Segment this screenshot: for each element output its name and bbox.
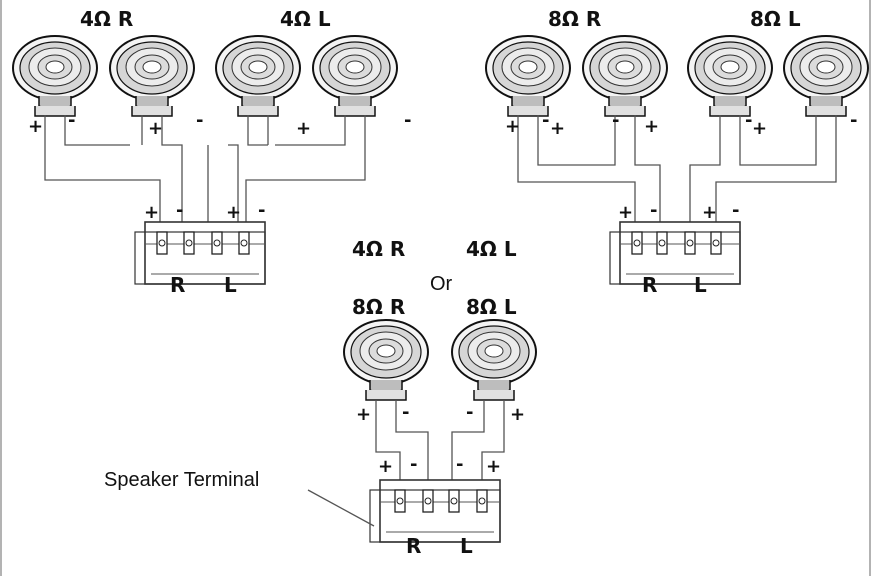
polarity-plus: + — [226, 202, 241, 223]
speaker-terminal-callout: Speaker Terminal — [104, 469, 259, 491]
heading-4ohm-l: 4Ω L — [466, 237, 517, 261]
terminal-screw-icon — [448, 489, 460, 513]
or-label: Or — [430, 273, 453, 295]
polarity-minus: - — [745, 110, 752, 131]
terminal-screw-icon — [211, 231, 223, 255]
wire — [161, 115, 183, 228]
polarity-plus: + — [618, 202, 633, 223]
terminal-screw-icon — [422, 489, 434, 513]
polarity-minus: - — [196, 110, 203, 131]
speaker-terminal-block: R L — [134, 221, 266, 297]
polarity-plus: + — [752, 118, 767, 139]
speaker-cone-icon — [312, 35, 398, 117]
polarity-minus: - — [650, 200, 657, 221]
wire — [275, 115, 346, 146]
speaker-cone-icon — [783, 35, 869, 117]
wire — [451, 400, 485, 484]
channel-label-l: L — [224, 273, 237, 297]
polarity-plus: + — [702, 202, 717, 223]
terminal-screw-icon — [238, 231, 250, 255]
polarity-plus: + — [510, 404, 525, 425]
top-right-group: 8Ω R 8Ω L + - + - + - + - + - + - R — [485, 7, 869, 297]
polarity-plus: + — [486, 456, 501, 477]
speaker-cone-icon — [451, 319, 537, 401]
top-left-group: 4Ω R 4Ω L + - + - + - + - + - — [12, 7, 411, 297]
speaker-cone-icon — [582, 35, 668, 117]
terminal-screw-icon — [684, 231, 696, 255]
channel-label-r: R — [170, 273, 185, 297]
heading-4ohm-l: 4Ω L — [280, 7, 331, 31]
polarity-minus: - — [68, 110, 75, 131]
polarity-minus: - — [404, 110, 411, 131]
polarity-plus: + — [644, 116, 659, 137]
wire — [44, 115, 161, 228]
polarity-plus: + — [550, 118, 565, 139]
polarity-minus: - — [456, 454, 463, 475]
wire — [395, 400, 429, 484]
wire — [517, 115, 636, 228]
polarity-plus: + — [148, 118, 163, 139]
speaker-terminal-block: R L — [609, 221, 741, 297]
callout-leader-line — [307, 489, 375, 527]
heading-8ohm-l: 8Ω L — [466, 295, 517, 319]
polarity-plus: + — [144, 202, 159, 223]
speaker-cone-icon — [343, 319, 429, 401]
wire — [64, 115, 130, 146]
channel-label-r: R — [642, 273, 657, 297]
wire — [375, 400, 401, 484]
polarity-plus: + — [505, 116, 520, 137]
polarity-plus: + — [356, 404, 371, 425]
wire — [245, 115, 366, 228]
channel-label-l: L — [694, 273, 707, 297]
polarity-minus: - — [258, 200, 265, 221]
speaker-terminal-block: R L — [369, 479, 501, 558]
speaker-cone-icon — [215, 35, 301, 117]
terminal-screw-icon — [156, 231, 168, 255]
heading-4ohm-r: 4Ω R — [80, 7, 133, 31]
speaker-cone-icon — [12, 35, 98, 117]
polarity-minus: - — [850, 110, 857, 131]
wire — [247, 115, 268, 146]
heading-8ohm-r: 8Ω R — [548, 7, 601, 31]
channel-label-r: R — [406, 534, 421, 558]
wire — [228, 144, 239, 228]
wire — [739, 115, 817, 166]
polarity-plus: + — [378, 456, 393, 477]
speaker-cone-icon — [485, 35, 571, 117]
terminal-screw-icon — [183, 231, 195, 255]
heading-8ohm-r: 8Ω R — [352, 295, 405, 319]
polarity-minus: - — [402, 402, 409, 423]
terminal-screw-icon — [631, 231, 643, 255]
bottom-group: 4Ω R 4Ω L Or 8Ω R 8Ω L + - - + + - - + R… — [104, 237, 537, 558]
polarity-minus: - — [466, 402, 473, 423]
polarity-plus: + — [28, 116, 43, 137]
speaker-cone-icon — [687, 35, 773, 117]
speaker-cone-icon — [109, 35, 195, 117]
wire — [481, 400, 505, 484]
polarity-minus: - — [732, 200, 739, 221]
polarity-plus: + — [296, 118, 311, 139]
terminal-screw-icon — [394, 489, 406, 513]
terminal-screw-icon — [710, 231, 722, 255]
wire — [689, 115, 721, 228]
heading-4ohm-r: 4Ω R — [352, 237, 405, 261]
terminal-screw-icon — [476, 489, 488, 513]
polarity-minus: - — [410, 454, 417, 475]
channel-label-l: L — [460, 534, 473, 558]
terminal-screw-icon — [656, 231, 668, 255]
wire — [715, 115, 837, 228]
polarity-minus: - — [612, 110, 619, 131]
wire — [634, 115, 661, 228]
heading-8ohm-l: 8Ω L — [750, 7, 801, 31]
polarity-minus: - — [542, 110, 549, 131]
wire — [537, 115, 616, 166]
polarity-minus: - — [176, 200, 183, 221]
